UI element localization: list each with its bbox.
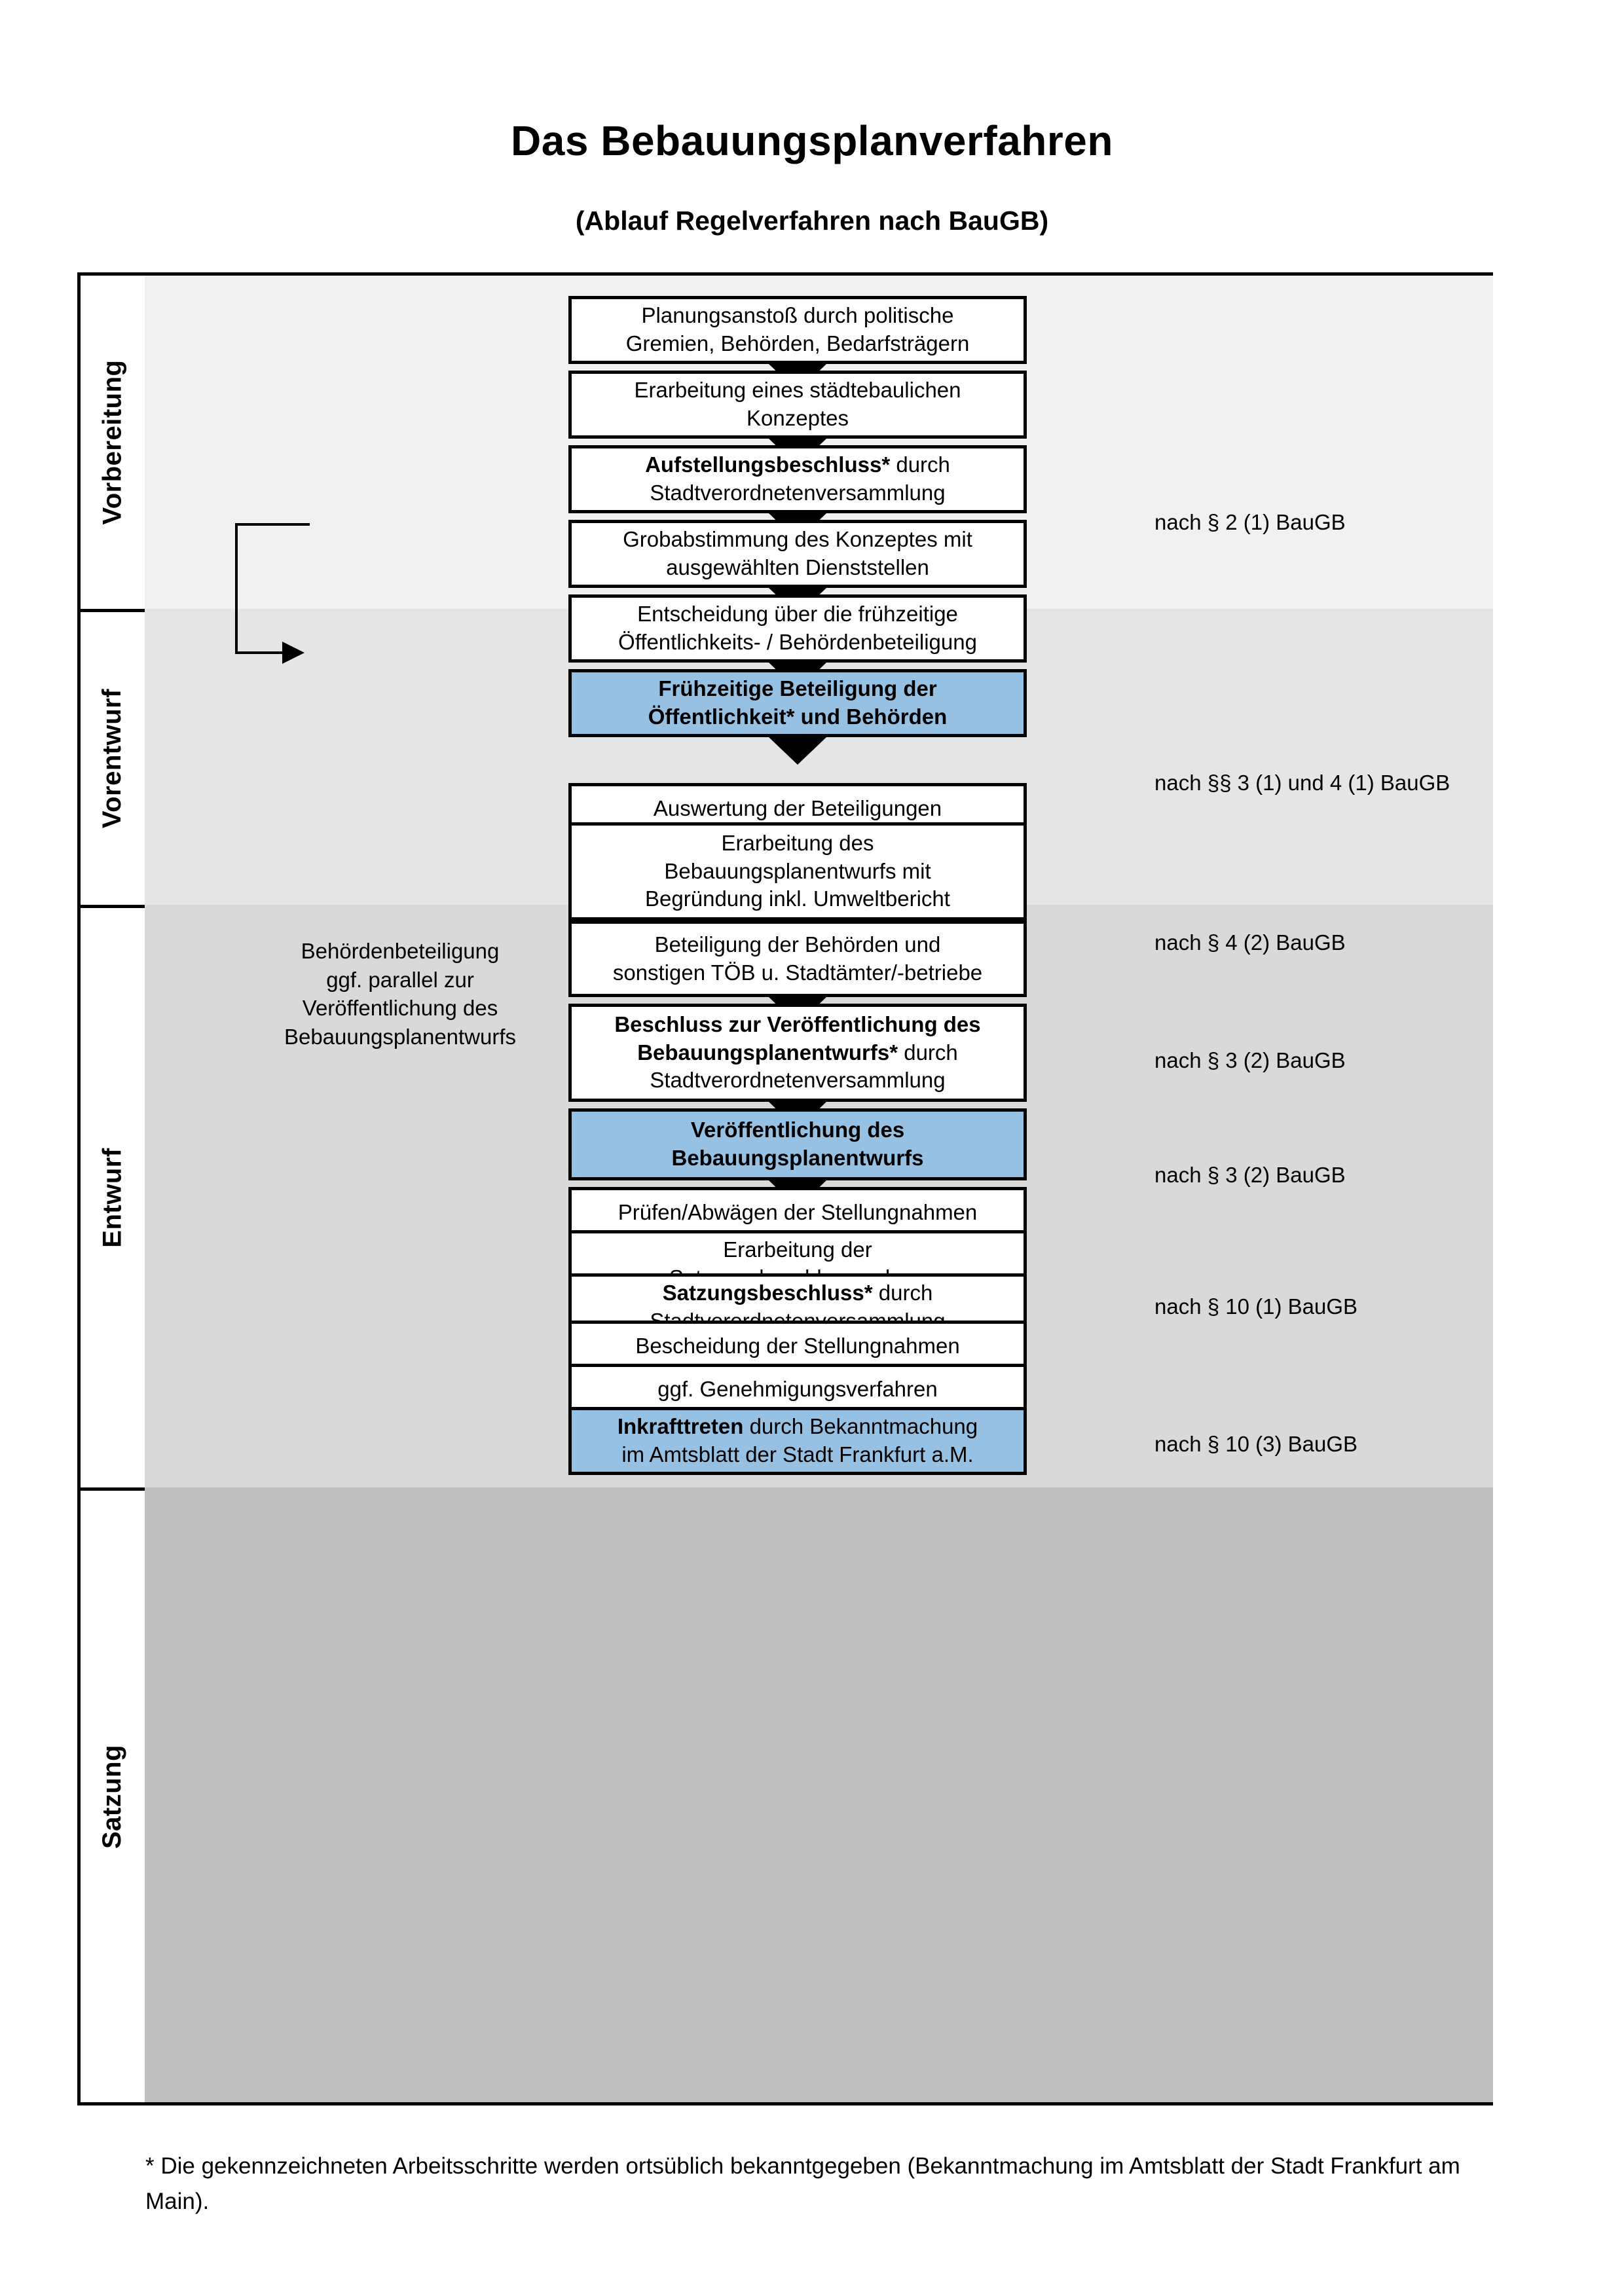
page-subtitle: (Ablauf Regelverfahren nach BauGB): [575, 206, 1049, 236]
phase-cell-vorbereitung: Vorbereitung: [81, 276, 145, 609]
phase-cell-satzung: Satzung: [81, 1487, 145, 2102]
phase-label-satzung: Satzung: [98, 1744, 127, 1849]
step-box-pruefen-abwaegen[interactable]: Prüfen/Abwägen der Stellungnahmen: [568, 1187, 1027, 1238]
step-text: Prüfen/Abwägen der Stellungnahmen: [618, 1199, 978, 1224]
side-note-line-4: Bebauungsplanentwurfs: [284, 1024, 517, 1049]
page-title: Das Bebauungsplanverfahren: [511, 117, 1113, 164]
side-note-line-2: ggf. parallel zur: [326, 967, 474, 992]
phase-label-vorbereitung: Vorbereitung: [98, 359, 127, 525]
flow-arrow-down-icon: [769, 737, 826, 765]
phase-cell-entwurf: Entwurf: [81, 905, 145, 1487]
phase-column: Vorbereitung Vorentwurf Entwurf Satzung: [81, 276, 145, 2102]
loop-connector-bottom-segment: [235, 651, 282, 654]
phase-label-vorentwurf: Vorentwurf: [98, 688, 127, 829]
loop-connector-top-segment: [235, 523, 310, 526]
law-label-veroeffentlichung: nach § 3 (2) BauGB: [1154, 1163, 1346, 1187]
flowchart-frame: Vorbereitung Vorentwurf Entwurf Satzung …: [77, 272, 1493, 2105]
law-label-fruehzeitige-beteiligung: nach §§ 3 (1) und 4 (1) BauGB: [1154, 771, 1450, 795]
step-text: Bescheidung der Stellungnahmen: [635, 1333, 960, 1358]
law-label-inkrafttreten: nach § 10 (3) BauGB: [1154, 1432, 1358, 1456]
law-label-aufstellungsbeschluss: nach § 2 (1) BauGB: [1154, 510, 1346, 534]
side-note-line-1: Behördenbeteiligung: [301, 939, 500, 963]
law-label-satzungsbeschluss: nach § 10 (1) BauGB: [1154, 1294, 1358, 1319]
step-text: ggf. Genehmigungsverfahren: [657, 1376, 938, 1401]
loop-connector-vertical-segment: [235, 523, 238, 654]
footnote: * Die gekennzeichneten Arbeitsschritte w…: [145, 2153, 1460, 2215]
side-note-behoerdenbeteiligung: Behördenbeteiligung ggf. parallel zur Ve…: [236, 937, 564, 1051]
phase-cell-vorentwurf: Vorentwurf: [81, 609, 145, 905]
step-box-bescheidung-stellungnahmen[interactable]: Bescheidung der Stellungnahmen: [568, 1321, 1027, 1372]
phase-label-entwurf: Entwurf: [98, 1148, 127, 1248]
law-label-behoerdenbeteiligung: nach § 4 (2) BauGB: [1154, 930, 1346, 955]
loop-connector-arrowhead: [282, 642, 304, 664]
step-text: Auswertung der Beteiligungen: [653, 795, 942, 820]
law-label-beschluss-veroeffentlichung: nach § 3 (2) BauGB: [1154, 1048, 1346, 1072]
side-note-line-3: Veröffentlichung des: [302, 996, 498, 1021]
phase-band-satzung: [145, 1487, 1493, 2102]
